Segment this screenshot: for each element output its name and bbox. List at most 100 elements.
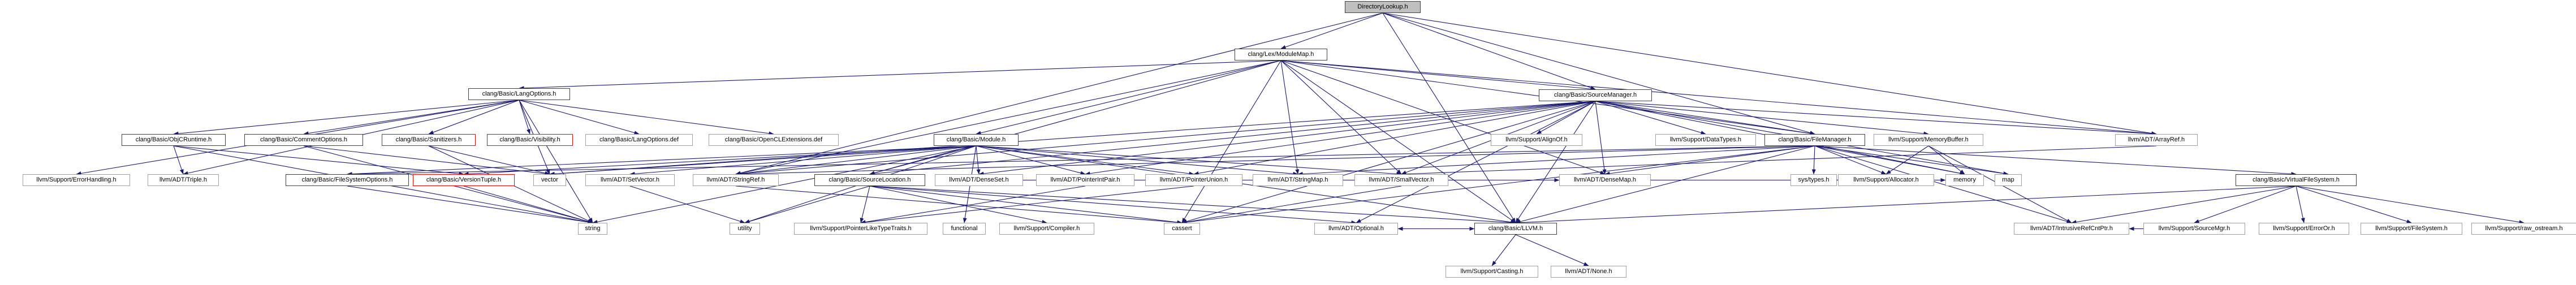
graph-edge	[519, 100, 774, 136]
graph-edge	[303, 145, 550, 176]
graph-edge	[1814, 145, 2009, 176]
graph-edge	[2295, 185, 2305, 223]
graph-node-n26[interactable]: llvm/ADT/PointerUnion.h	[1145, 174, 1242, 186]
graph-node-n38[interactable]: functional	[943, 223, 986, 235]
graph-edge	[1085, 101, 1596, 176]
graph-edge	[1515, 145, 1815, 224]
graph-node-n43[interactable]: llvm/ADT/IntrusiveRefCntPtr.h	[2014, 223, 2129, 235]
graph-node-n48[interactable]: llvm/Support/Casting.h	[1446, 266, 1538, 278]
graph-edge	[1382, 12, 2157, 136]
graph-edge	[976, 145, 1086, 175]
graph-node-n36[interactable]: utility	[730, 223, 760, 235]
graph-edge	[1297, 145, 1815, 176]
graph-node-n47[interactable]: llvm/Support/raw_ostream.h	[2471, 223, 2576, 235]
graph-edge	[1595, 101, 1815, 136]
graph-node-n46[interactable]: llvm/Support/FileSystem.h	[2361, 223, 2462, 235]
graph-edge	[860, 185, 1194, 224]
graph-node-n30[interactable]: sys/types.h	[1790, 174, 1837, 186]
graph-node-n17[interactable]: llvm/ADT/Triple.h	[148, 174, 219, 186]
graph-node-n7[interactable]: clang/Basic/Visibility.h	[487, 134, 573, 146]
graph-node-n18[interactable]: clang/Basic/FileSystemOptions.h	[286, 174, 409, 186]
graph-edge	[1515, 185, 2297, 225]
graph-edge	[1356, 101, 1596, 223]
graph-node-n28[interactable]: llvm/ADT/SmallVector.h	[1354, 174, 1448, 186]
graph-edge	[519, 100, 640, 135]
graph-edge	[1928, 145, 1965, 175]
graph-edge	[1814, 145, 2297, 176]
graph-node-n15[interactable]: llvm/ADT/ArrayRef.h	[2115, 134, 2198, 146]
graph-node-n31[interactable]: llvm/Support/Allocator.h	[1838, 174, 1934, 186]
graph-node-n34[interactable]: clang/Basic/VirtualFileSystem.h	[2236, 174, 2357, 186]
graph-edge	[463, 185, 593, 224]
graph-node-n35[interactable]: string	[578, 223, 607, 235]
graph-edge	[2194, 185, 2297, 223]
graph-edge	[1814, 145, 1965, 175]
graph-edge	[976, 145, 1516, 224]
graph-node-n8[interactable]: clang/Basic/LangOptions.def	[585, 134, 693, 146]
graph-node-n21[interactable]: llvm/ADT/SetVector.h	[585, 174, 675, 186]
graph-edge	[1491, 234, 1516, 266]
graph-edge	[976, 60, 1281, 135]
graph-node-n40[interactable]: cassert	[1164, 223, 1200, 235]
graph-node-n0[interactable]: DirectoryLookup.h	[1345, 1, 1421, 13]
graph-node-n32[interactable]: memory	[1945, 174, 1984, 186]
graph-edge	[869, 185, 1047, 224]
graph-edge	[428, 100, 520, 135]
graph-node-n25[interactable]: llvm/ADT/PointerIntPair.h	[1036, 174, 1134, 186]
graph-edge	[1401, 145, 2157, 176]
graph-node-n23[interactable]: clang/Basic/SourceLocation.h	[814, 174, 925, 186]
graph-edge	[2295, 185, 2525, 224]
graph-node-n11[interactable]: llvm/Support/AlignOf.h	[1491, 134, 1582, 146]
graph-node-n12[interactable]: llvm/Support/DataTypes.h	[1655, 134, 1756, 146]
graph-edge	[1595, 101, 1706, 135]
graph-node-n3[interactable]: clang/Basic/SourceManager.h	[1539, 89, 1652, 101]
graph-edge	[1595, 101, 1607, 175]
graph-node-n39[interactable]: llvm/Support/Compiler.h	[999, 223, 1094, 235]
graph-node-n29[interactable]: llvm/ADT/DenseMap.h	[1559, 174, 1651, 186]
graph-node-n13[interactable]: clang/Basic/FileManager.h	[1764, 134, 1865, 146]
graph-edge	[735, 145, 1815, 176]
graph-node-n42[interactable]: clang/Basic/LLVM.h	[1474, 223, 1557, 235]
graph-node-n49[interactable]: llvm/ADT/None.h	[1551, 266, 1626, 278]
graph-edge	[1595, 101, 1929, 136]
graph-node-n20[interactable]: vector	[533, 174, 566, 186]
graph-node-n16[interactable]: llvm/Support/ErrorHandling.h	[23, 174, 130, 186]
graph-edge	[869, 101, 1596, 176]
graph-node-n1[interactable]: clang/Lex/ModuleMap.h	[1235, 49, 1327, 61]
graph-edge	[1280, 60, 2157, 136]
graph-node-n27[interactable]: llvm/ADT/StringMap.h	[1253, 174, 1343, 186]
graph-edge	[860, 185, 870, 223]
graph-node-n44[interactable]: llvm/Support/SourceMgr.h	[2143, 223, 2245, 235]
graph-edge	[869, 185, 1516, 225]
graph-edge	[347, 145, 977, 176]
graph-edge	[592, 145, 977, 224]
graph-edge	[2071, 185, 2297, 224]
graph-node-n4[interactable]: clang/Basic/ObjCRuntime.h	[122, 134, 226, 146]
graph-edge	[1181, 185, 1402, 224]
graph-edge	[549, 101, 1596, 176]
graph-node-n33[interactable]: map	[1995, 174, 2022, 186]
graph-node-n6[interactable]: clang/Basic/Sanitizers.h	[382, 134, 476, 146]
graph-edge	[1515, 234, 1589, 266]
graph-edge	[173, 145, 184, 175]
graph-edge	[519, 100, 530, 135]
graph-node-n2[interactable]: clang/Basic/LangOptions.h	[468, 88, 570, 100]
graph-edge	[1604, 145, 1815, 176]
graph-node-n45[interactable]: llvm/Support/ErrorOr.h	[2259, 223, 2349, 235]
graph-node-n5[interactable]: clang/Basic/CommentOptions.h	[244, 134, 363, 146]
graph-node-n24[interactable]: llvm/ADT/DenseSet.h	[935, 174, 1023, 186]
graph-node-n14[interactable]: llvm/Support/MemoryBuffer.h	[1874, 134, 1983, 146]
graph-node-n19[interactable]: clang/Basic/VersionTuple.h	[413, 174, 515, 186]
graph-node-n41[interactable]: llvm/ADT/Optional.h	[1314, 223, 1398, 235]
graph-node-n10[interactable]: clang/Basic/Module.h	[934, 134, 1019, 146]
graph-edge	[1280, 60, 1516, 223]
graph-edge	[1382, 12, 1596, 90]
graph-edge	[1811, 145, 1816, 175]
graph-edge	[173, 100, 520, 136]
graph-edge	[735, 145, 977, 176]
graph-node-n37[interactable]: llvm/Support/PointerLikeTypeTraits.h	[794, 223, 927, 235]
graph-node-n9[interactable]: clang/Basic/OpenCLExtensions.def	[709, 134, 839, 146]
graph-edge	[303, 100, 520, 136]
graph-node-n22[interactable]: llvm/ADT/StringRef.h	[693, 174, 779, 186]
